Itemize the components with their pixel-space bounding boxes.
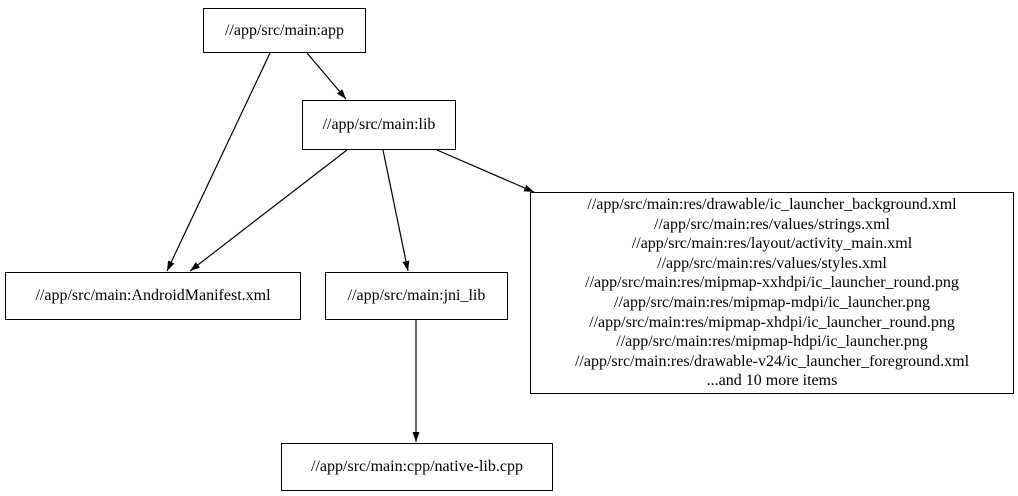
resource-line: //app/src/main:res/mipmap-hdpi/ic_launch… xyxy=(616,333,928,351)
graph-node-native-lib-cpp-label: //app/src/main:cpp/native-lib.cpp xyxy=(311,458,523,475)
edge-app-to-android-manifest xyxy=(166,52,271,272)
graph-node-lib-label: //app/src/main:lib xyxy=(322,116,436,133)
graph-node-app: //app/src/main:app xyxy=(203,8,366,53)
edge-lib-to-resources xyxy=(436,149,535,193)
resource-line: //app/src/main:res/values/strings.xml xyxy=(654,215,890,233)
graph-node-lib: //app/src/main:lib xyxy=(302,100,456,150)
resource-line: //app/src/main:res/mipmap-xhdpi/ic_launc… xyxy=(589,313,955,331)
graph-node-android-manifest: //app/src/main:AndroidManifest.xml xyxy=(5,272,301,320)
resource-line: //app/src/main:res/drawable/ic_launcher_… xyxy=(587,196,957,214)
graph-node-jni-lib-label: //app/src/main:jni_lib xyxy=(347,287,486,304)
resource-line: //app/src/main:res/mipmap-mdpi/ic_launch… xyxy=(614,294,930,311)
resource-line: //app/src/main:res/layout/activity_main.… xyxy=(631,235,913,253)
resource-line: //app/src/main:res/mipmap-xxhdpi/ic_laun… xyxy=(585,274,959,292)
resource-line: //app/src/main:res/drawable-v24/ic_launc… xyxy=(574,352,970,370)
graph-node-resources: //app/src/main:res/drawable/ic_launcher_… xyxy=(530,192,1014,394)
graph-node-android-manifest-label: //app/src/main:AndroidManifest.xml xyxy=(35,287,271,304)
edge-app-to-lib xyxy=(306,52,347,100)
graph-node-app-label: //app/src/main:app xyxy=(224,21,345,39)
resource-more-items-line: ...and 10 more items xyxy=(706,372,838,390)
edge-lib-to-jni-lib xyxy=(382,149,410,272)
graph-node-jni-lib: //app/src/main:jni_lib xyxy=(325,272,508,320)
resource-line: //app/src/main:res/values/styles.xml xyxy=(657,254,887,272)
edge-lib-to-android-manifest xyxy=(189,149,348,272)
graph-node-native-lib-cpp: //app/src/main:cpp/native-lib.cpp xyxy=(281,443,553,491)
